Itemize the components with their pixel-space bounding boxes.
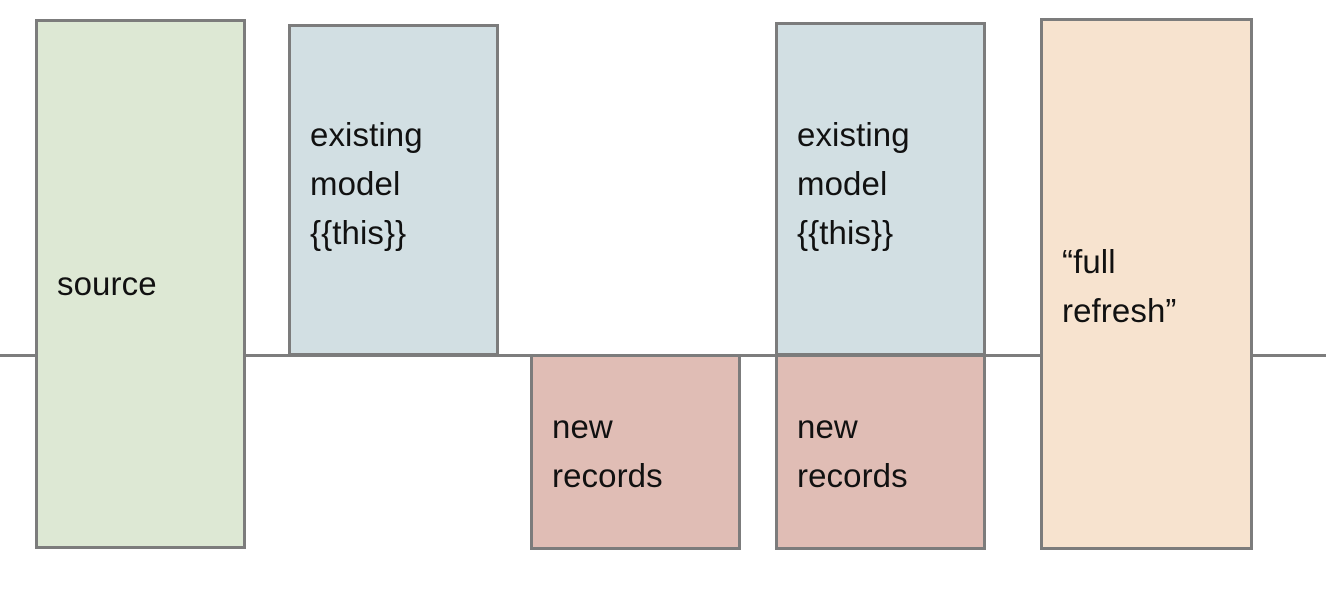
box-new-records-1-label: new records — [552, 408, 663, 494]
box-existing-model-2-label: existing model {{this}} — [797, 116, 910, 251]
box-full-refresh[interactable]: “full refresh” — [1040, 18, 1253, 550]
box-new-records-2[interactable]: new records — [775, 354, 986, 550]
box-source[interactable]: source — [35, 19, 246, 549]
box-new-records-2-label: new records — [797, 408, 908, 494]
box-source-label: source — [57, 264, 157, 302]
box-existing-model-1[interactable]: existing model {{this}} — [288, 24, 499, 356]
box-full-refresh-label: “full refresh” — [1062, 243, 1177, 329]
box-existing-model-1-label: existing model {{this}} — [310, 116, 423, 251]
box-existing-model-2[interactable]: existing model {{this}} — [775, 22, 986, 356]
box-new-records-1[interactable]: new records — [530, 354, 741, 550]
